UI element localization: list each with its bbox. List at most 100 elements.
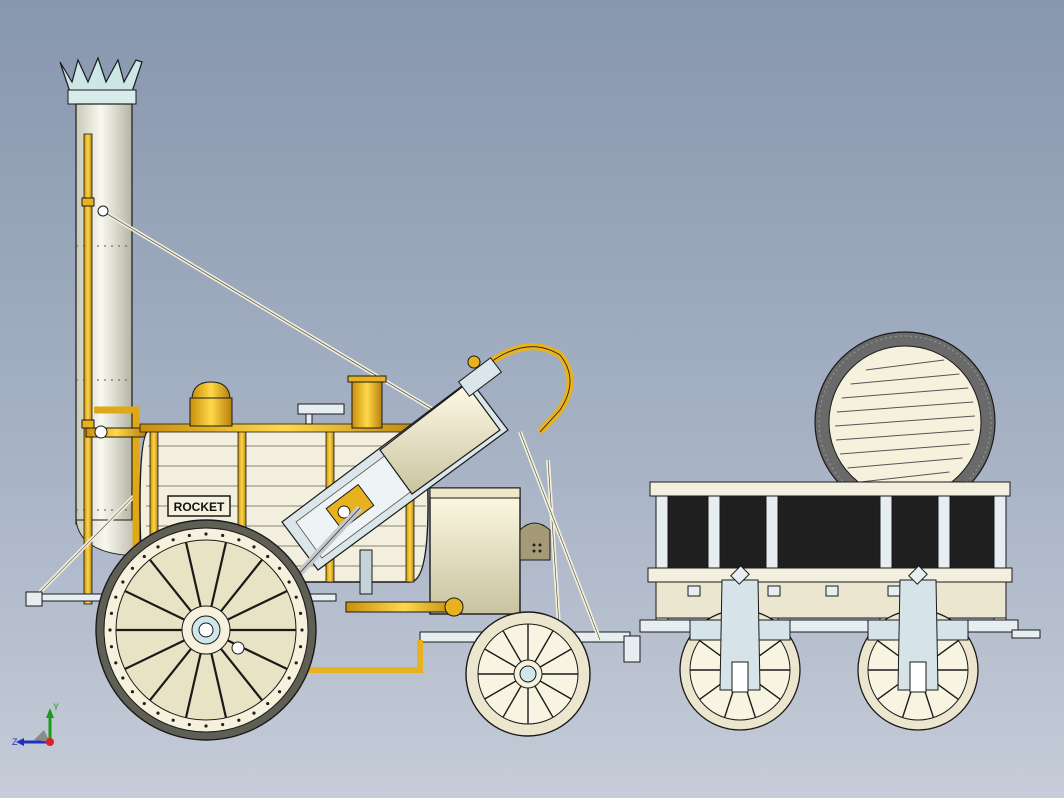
steam-pipe	[94, 406, 140, 560]
axis-triad: Y Z	[12, 702, 59, 747]
wheel-spoke	[502, 685, 522, 718]
wheel-spoke	[220, 558, 263, 612]
wheel-spoke	[210, 542, 228, 607]
wheel-rivet	[114, 595, 118, 599]
wheel-spoke	[149, 648, 192, 702]
z-axis-label: Z	[12, 737, 18, 747]
tender-stay-outline	[519, 431, 601, 641]
stay-rod-outline	[103, 211, 451, 421]
barrel-stave	[836, 401, 974, 413]
wheel-rivet	[221, 533, 225, 538]
wheel-rivet	[277, 566, 282, 570]
tender-buffer	[1011, 629, 1041, 639]
wheel-spoke	[124, 589, 185, 621]
barrel-stave	[836, 429, 974, 441]
barrel-stave	[865, 359, 945, 371]
wheel-rivet	[187, 533, 191, 538]
trailing-wheel[interactable]	[465, 611, 591, 737]
steam-dome	[189, 381, 233, 427]
wheel-spoke	[539, 648, 572, 668]
wheel-rivet	[237, 538, 241, 542]
firebox	[429, 487, 551, 615]
wheel-rivet	[252, 545, 256, 549]
wheel-spoke	[484, 680, 517, 700]
wheel-spoke	[220, 648, 263, 702]
wheel-spoke	[227, 589, 288, 621]
wheel-rivet	[266, 554, 270, 559]
y-axis-label: Y	[53, 702, 59, 712]
drawbar	[623, 635, 641, 663]
wheel-spoke	[534, 630, 554, 663]
rear-stay-outline	[547, 459, 561, 641]
tender[interactable]	[639, 331, 1041, 731]
valve-lever-post	[305, 413, 313, 425]
pipe-clamp	[81, 419, 95, 429]
wheel-rivet	[171, 538, 175, 542]
wheel-rivet	[237, 718, 241, 722]
pipe-fitting	[94, 425, 108, 439]
wheel-spoke	[484, 648, 517, 668]
locomotive[interactable]: ROCKET	[25, 56, 641, 741]
wheel-rivet	[221, 722, 225, 727]
wheel-rivet	[156, 545, 160, 549]
wheel-rivet	[266, 701, 270, 706]
wheel-rivet	[121, 580, 125, 584]
wheel-spoke	[184, 653, 202, 718]
wheel-rivet	[298, 611, 303, 615]
wheel-spoke	[502, 630, 522, 663]
tender-wheel-front[interactable]	[679, 565, 801, 731]
wheel-rivet	[298, 645, 303, 649]
wheel-rivet	[294, 661, 298, 665]
wheel-rivet	[130, 566, 135, 570]
wheel-rivet	[294, 595, 298, 599]
barrel-stave	[850, 373, 960, 385]
stay-pin	[97, 205, 109, 217]
wheel-rivet	[156, 711, 160, 715]
wheel-spoke	[534, 685, 554, 718]
chimney-crown	[59, 56, 143, 105]
buffer-beam	[25, 591, 43, 607]
cross-pipe	[85, 427, 147, 438]
wheel-spoke	[539, 680, 572, 700]
regulator-pipe-outline	[469, 346, 571, 433]
pipe-clamp	[81, 197, 95, 207]
pump-body	[359, 549, 373, 595]
wheel-spoke	[149, 558, 192, 612]
safety-valve	[351, 377, 383, 429]
tender-mid-rail	[647, 567, 1013, 583]
barrel-stave	[839, 443, 971, 455]
name-plate-text: ROCKET	[174, 500, 225, 514]
wheel-rivet	[130, 690, 135, 694]
wheel-rivet	[287, 676, 291, 680]
wheel-rivet	[171, 718, 175, 722]
wheel-rivet	[300, 628, 304, 632]
wheel-spoke	[184, 542, 202, 607]
wheel-rivet	[252, 711, 256, 715]
front-stay-outline	[39, 489, 141, 593]
tender-wheel-rear[interactable]	[857, 565, 979, 731]
name-plate: ROCKET	[167, 495, 231, 517]
wheel-rivet	[108, 628, 112, 632]
wheel-rivet	[142, 701, 146, 706]
wheel-rivet	[109, 611, 114, 615]
wheel-rivet	[204, 532, 208, 536]
wheel-rivet	[109, 645, 114, 649]
barrel-stave	[834, 415, 976, 427]
tender-top-rail	[649, 481, 1011, 497]
wheel-rivet	[121, 676, 125, 680]
triad-plane	[34, 730, 50, 742]
feed-pipe-elbow	[444, 597, 464, 617]
wheel-rivet	[277, 690, 282, 694]
barrel-stave	[841, 387, 969, 399]
wheel-rivet	[187, 722, 191, 727]
safety-valve-cap	[347, 375, 387, 383]
wheel-rivet	[204, 724, 208, 728]
cylinder-assembly[interactable]	[281, 355, 509, 571]
driving-wheel[interactable]	[95, 519, 317, 741]
tender-brackets	[687, 585, 901, 597]
wheel-rivet	[142, 554, 146, 559]
x-axis-dot	[46, 738, 54, 746]
chimney-brass-pipe	[83, 133, 93, 605]
